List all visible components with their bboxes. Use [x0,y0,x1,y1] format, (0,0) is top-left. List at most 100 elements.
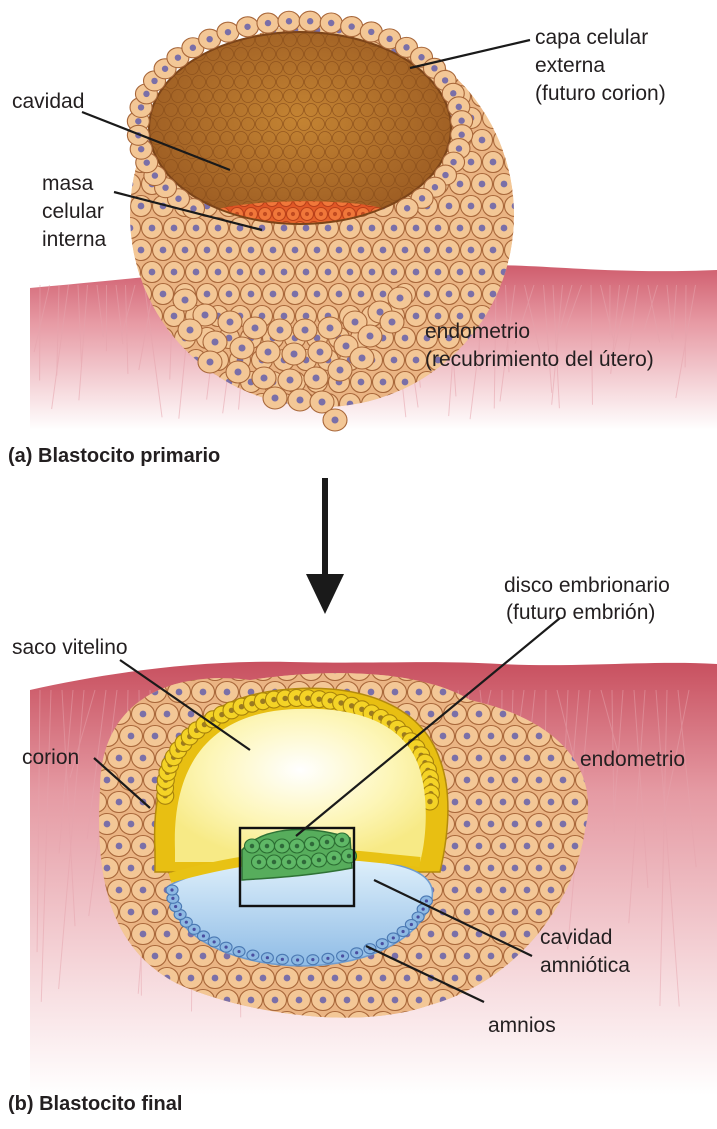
outer-cell [406,218,427,239]
outer-cell [494,218,515,239]
chorion-cell [120,770,143,791]
outer-cell [505,152,526,173]
outer-cell [307,240,328,261]
chorion-cell [480,858,503,879]
chorion-cell [204,968,227,989]
chorion-cell [120,814,143,835]
outer-cell [450,218,471,239]
disc-cell [260,839,275,853]
clump-cell [328,359,352,381]
outer-cell [351,240,372,261]
outer-cell [274,262,295,283]
label-masa-line3: interna [42,228,107,251]
chorion-cell [156,704,179,725]
outer-cell [483,152,504,173]
clump-cell [178,319,202,341]
chorion-cell [456,770,479,791]
outer-cell [351,284,372,305]
chorion-cell [504,858,527,879]
amnion-cell [307,955,319,965]
inner-mass-cell [287,208,300,221]
label-capa-celular-line3: (futuro corion) [535,82,666,105]
disc-cell [290,839,305,853]
outer-cell [219,240,240,261]
clump-cell [288,389,312,411]
clump-cell [243,317,267,339]
chorion-cell [312,990,335,1011]
chorion-cell [552,814,575,835]
outer-cell [351,372,372,393]
outer-cell [472,218,493,239]
chorion-cell [504,770,527,791]
clump-cell [323,409,347,431]
outer-cell [164,262,185,283]
outer-cell [307,284,328,305]
chorion-cell [228,968,251,989]
amnion-cell [387,933,399,943]
down-arrow-icon [306,478,344,614]
outer-cell [131,20,152,41]
outer-cell [461,284,482,305]
label-endometrio-b: endometrio [580,748,685,771]
chorion-cell [504,902,527,923]
rim-cell [320,13,342,33]
clump-cell [318,317,342,339]
outer-cell [472,86,493,107]
inner-mass-cell [329,208,342,221]
outer-cell [186,218,207,239]
chorion-cell [120,726,143,747]
chorion-cell [288,990,311,1011]
outer-cell [197,240,218,261]
inner-mass-cell [315,208,328,221]
clump-cell [252,367,276,389]
outer-cell [153,240,174,261]
chorion-cell [444,748,467,769]
chorion-cell [120,858,143,879]
clump-cell [304,367,328,389]
amnion-cell [351,948,363,958]
chorion-cell [372,968,395,989]
chorion-cell [480,814,503,835]
chorion-cell [384,682,407,703]
chorion-cell [516,748,539,769]
chorion-cell [444,704,467,725]
rim-cell [299,11,321,31]
outer-cell [318,262,339,283]
clump-cell [218,311,242,333]
outer-cell [252,262,273,283]
chorion-cell [528,858,551,879]
outer-cell [329,284,350,305]
rim-cell [341,17,363,37]
outer-cell [296,262,317,283]
chorion-cell [516,792,539,813]
outer-cell [153,284,174,305]
amnion-cell [337,951,349,961]
outer-cell [373,372,394,393]
disc-cell [267,855,282,869]
chorion-cell [348,968,371,989]
chorion-cell [444,880,467,901]
label-capa-celular-line2: externa [535,54,605,77]
chorion-cell [468,748,491,769]
label-endometrio-a-line1: endometrio [425,320,530,343]
label-capa-celular-line1: capa celular [535,26,648,49]
amnion-cell [261,953,273,963]
outer-cell [461,196,482,217]
chorion-cell [480,770,503,791]
outer-cell [142,262,163,283]
outer-cell [428,262,449,283]
chorion-cell [492,748,515,769]
chorion-cell [468,792,491,813]
outer-cell [461,64,482,85]
amnion-cell [247,950,259,960]
rim-cell [237,17,259,37]
outer-cell [472,262,493,283]
outer-cell [263,240,284,261]
rim-cell [257,13,279,33]
chorion-cell [468,880,491,901]
outer-cell [230,262,251,283]
disc-cell [245,839,260,853]
amnion-cell [292,955,304,965]
outer-cell [142,218,163,239]
